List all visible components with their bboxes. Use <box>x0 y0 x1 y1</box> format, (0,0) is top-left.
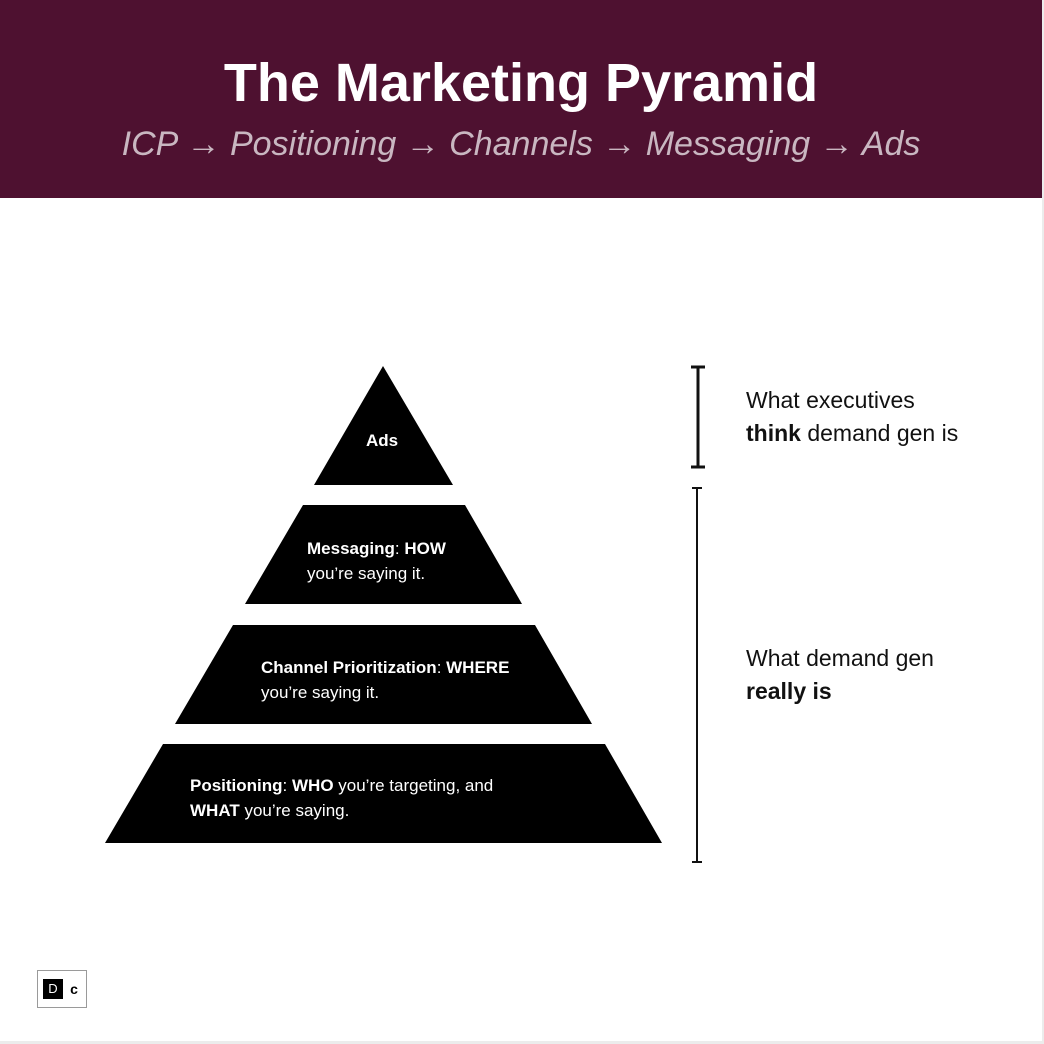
right-border <box>1042 0 1044 1044</box>
tier-messaging-label: Messaging: HOW you’re saying it. <box>307 539 446 583</box>
page-subtitle: ICP → Positioning → Channels → Messaging… <box>121 125 921 163</box>
tier-ads-label: Ads <box>366 431 399 450</box>
tier-channels-shape <box>175 625 592 724</box>
bracket-bottom <box>692 487 702 863</box>
brand-logo: D c <box>37 970 87 1008</box>
tier-channels-label: Channel Prioritization: WHERE you’re say… <box>261 658 510 702</box>
header-banner: The Marketing Pyramid ICP → Positioning … <box>0 0 1042 198</box>
logo-c-mark: c <box>70 981 78 997</box>
page-title: The Marketing Pyramid <box>223 53 819 113</box>
tier-positioning-shape <box>105 744 662 843</box>
logo-d-mark: D <box>43 979 63 999</box>
bracket-top <box>691 365 705 469</box>
bottom-border <box>0 1041 1044 1044</box>
tier-positioning-label: Positioning: WHO you’re targeting, and W… <box>190 776 494 820</box>
annotation-executives: What executives think demand gen is <box>746 387 959 446</box>
tier-ads-shape <box>314 366 453 485</box>
tier-messaging-shape <box>245 505 522 604</box>
annotation-reality: What demand gen really is <box>746 645 934 704</box>
